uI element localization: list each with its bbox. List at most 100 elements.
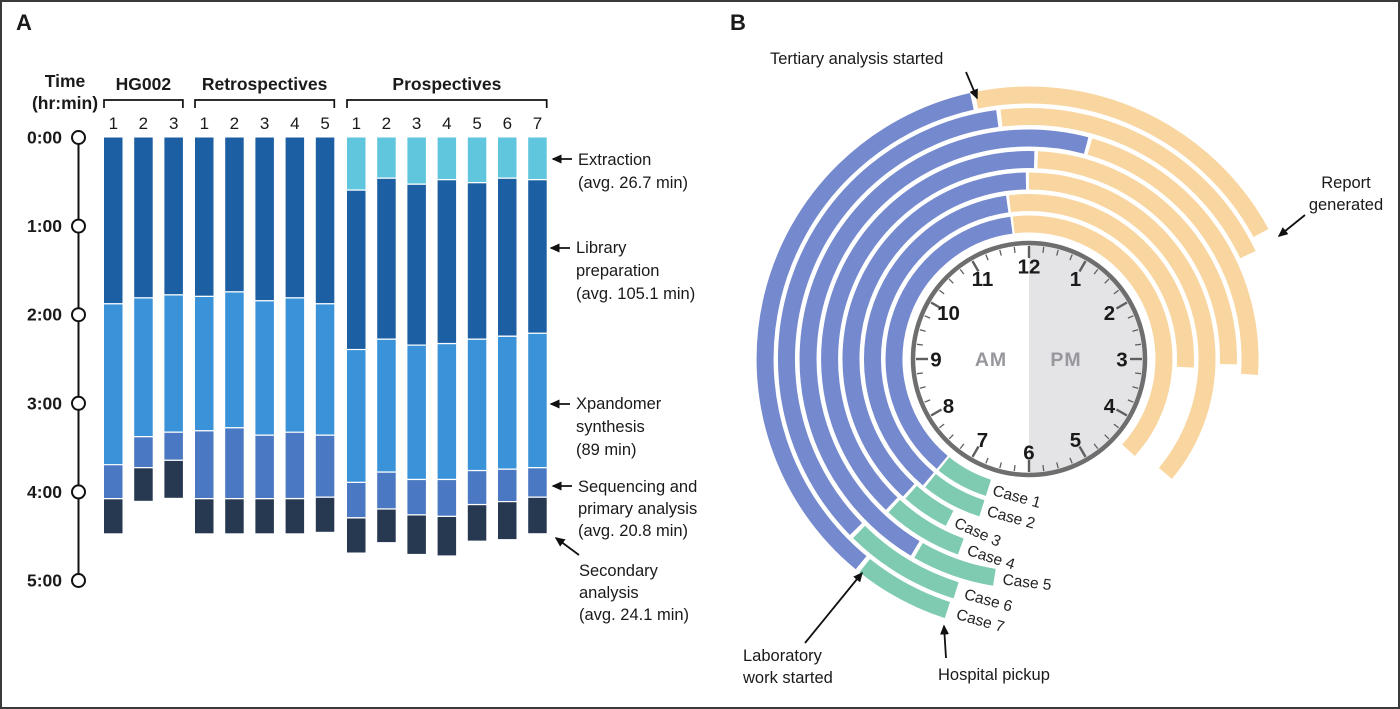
clock-tick bbox=[1093, 268, 1099, 275]
bar-segment-secondary-analysis bbox=[134, 468, 153, 501]
bar-segment-extraction bbox=[467, 137, 487, 182]
pickup-label: Hospital pickup bbox=[938, 666, 1050, 684]
bar-segment-secondary-analysis bbox=[164, 460, 183, 498]
clock-tick bbox=[948, 434, 954, 440]
clock-tick bbox=[985, 254, 989, 261]
bar-segment-library-preparation bbox=[528, 180, 547, 333]
clock-number: 3 bbox=[1116, 349, 1127, 372]
panel-a: A Time (hr:min) 0:001:002:003:004:005:00… bbox=[16, 10, 697, 624]
clock-tick bbox=[1093, 443, 1099, 450]
bar-segment-library-preparation bbox=[498, 178, 517, 336]
bar-segment-extraction bbox=[528, 137, 547, 179]
arc-laboratory-phase bbox=[799, 129, 1089, 556]
clock-number: 11 bbox=[972, 268, 994, 291]
clock-tick bbox=[1113, 289, 1120, 295]
bar-segment-library-preparation bbox=[104, 137, 123, 304]
secondary-label: Secondary bbox=[579, 562, 659, 580]
laboratory-label2: work started bbox=[742, 669, 833, 687]
clock-tick bbox=[1013, 465, 1016, 472]
bar-segment-sequencing-and-primary-analysis bbox=[255, 435, 274, 498]
extraction-avg: (avg. 26.7 min) bbox=[578, 174, 688, 192]
clock-tick bbox=[985, 457, 989, 464]
bar-segment-secondary-analysis bbox=[315, 497, 335, 532]
bar-number: 3 bbox=[260, 114, 269, 133]
bar-segment-library-preparation bbox=[315, 137, 335, 304]
bar-segment-extraction bbox=[347, 137, 366, 190]
arc-tertiary-phase bbox=[974, 86, 1269, 238]
clock-number: 10 bbox=[937, 302, 960, 325]
clock-tick bbox=[1069, 457, 1073, 464]
time-axis-node bbox=[71, 307, 86, 323]
bar-number: 6 bbox=[503, 114, 512, 133]
report-label: Report bbox=[1321, 174, 1371, 192]
sequencing-label2: primary analysis bbox=[578, 500, 697, 518]
arc-pickup-phase bbox=[925, 473, 985, 517]
clock-tick bbox=[1078, 445, 1087, 458]
bar-segment-xpandomer-synthesis bbox=[437, 344, 457, 479]
bar-number: 1 bbox=[200, 114, 209, 133]
arc-pickup-phase bbox=[853, 525, 959, 599]
am-label: AM bbox=[975, 349, 1007, 371]
bar-segment-xpandomer-synthesis bbox=[104, 304, 123, 465]
bar-segment-extraction bbox=[407, 137, 426, 184]
arc-tertiary-phase bbox=[1028, 172, 1216, 479]
time-tick-label: 2:00 bbox=[27, 305, 62, 325]
time-tick-label: 5:00 bbox=[27, 571, 62, 591]
clock-number: 7 bbox=[977, 429, 988, 452]
bar-segment-xpandomer-synthesis bbox=[347, 350, 366, 482]
clock-tick bbox=[938, 289, 945, 295]
clock-pm-half bbox=[1029, 245, 1143, 473]
arc-pickup-phase bbox=[888, 499, 964, 555]
extraction-label: Extraction bbox=[578, 151, 651, 169]
clock-tick bbox=[1115, 408, 1128, 417]
arc-pickup-phase bbox=[938, 457, 992, 496]
bar-segment-xpandomer-synthesis bbox=[498, 336, 517, 469]
bar-number: 2 bbox=[382, 114, 391, 133]
bar-segment-secondary-analysis bbox=[377, 509, 396, 543]
clock-number: 6 bbox=[1023, 442, 1034, 465]
bar-segment-sequencing-and-primary-analysis bbox=[437, 480, 457, 516]
bar-segment-sequencing-and-primary-analysis bbox=[377, 472, 396, 509]
clock-tick bbox=[1104, 434, 1110, 440]
bar-segment-sequencing-and-primary-analysis bbox=[347, 483, 366, 518]
bar-number: 5 bbox=[320, 114, 329, 133]
clock-tick bbox=[916, 343, 923, 346]
sequencing-avg: (avg. 20.8 min) bbox=[578, 522, 688, 540]
library-avg: (avg. 105.1 min) bbox=[576, 285, 695, 303]
time-axis-node bbox=[71, 573, 86, 588]
bar-segment-xpandomer-synthesis bbox=[134, 298, 153, 436]
bar-number: 1 bbox=[352, 114, 361, 133]
bar-number: 3 bbox=[412, 114, 421, 133]
clock-tick bbox=[971, 445, 980, 458]
secondary-label2: analysis bbox=[579, 584, 639, 602]
secondary-avg: (avg. 24.1 min) bbox=[579, 606, 689, 624]
group-label: HG002 bbox=[116, 74, 172, 94]
bar-segment-library-preparation bbox=[377, 178, 396, 339]
clock-tick bbox=[959, 443, 965, 450]
clock-tick bbox=[1132, 386, 1139, 389]
bar-segment-secondary-analysis bbox=[225, 499, 244, 534]
secondary-arrow bbox=[554, 537, 580, 556]
pickup-arrow bbox=[940, 624, 950, 659]
laboratory-arrow bbox=[804, 571, 863, 644]
clock-tick bbox=[1042, 246, 1045, 253]
bar-segment-sequencing-and-primary-analysis bbox=[134, 437, 153, 467]
group-label: Retrospectives bbox=[202, 74, 328, 94]
bar-segment-xpandomer-synthesis bbox=[377, 339, 396, 472]
bar-number: 4 bbox=[442, 114, 451, 133]
bar-segment-extraction bbox=[377, 137, 396, 178]
bar-number: 2 bbox=[139, 114, 148, 133]
clock-tick bbox=[959, 268, 965, 275]
report-label2: generated bbox=[1309, 196, 1383, 214]
clock-number: 8 bbox=[943, 395, 954, 418]
clock-number: 2 bbox=[1104, 302, 1115, 325]
sequencing-label: Sequencing and bbox=[578, 478, 697, 496]
bar-segment-library-preparation bbox=[437, 180, 457, 343]
time-tick-label: 4:00 bbox=[27, 482, 62, 502]
clock-tick bbox=[999, 462, 1002, 469]
bar-segment-xpandomer-synthesis bbox=[225, 292, 244, 428]
bar-segment-sequencing-and-primary-analysis bbox=[498, 469, 517, 501]
